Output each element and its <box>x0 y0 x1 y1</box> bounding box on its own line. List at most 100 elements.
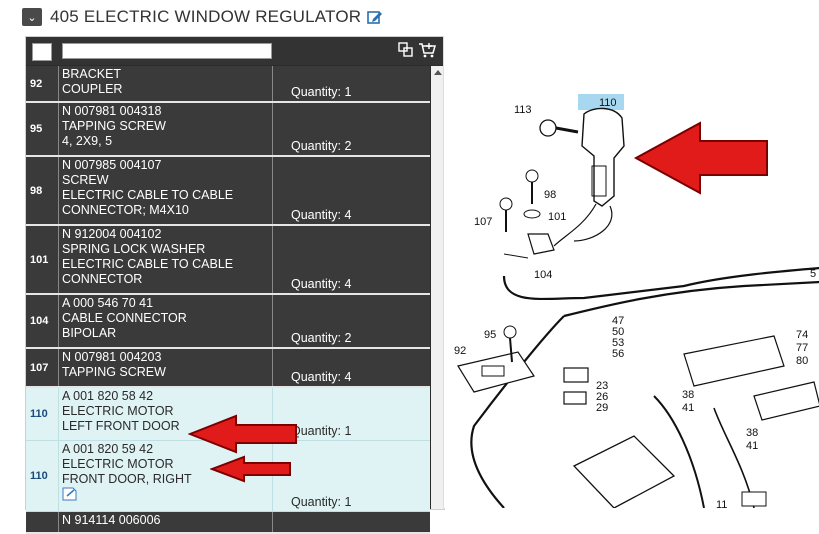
diagram-callout[interactable]: 95 <box>484 329 496 341</box>
description-line: N 914114 006006 <box>62 513 161 527</box>
red-arrow-diagram <box>634 121 768 195</box>
diagram-callout[interactable]: 74 <box>796 329 808 341</box>
description-line: 4, 2X9, 5 <box>62 134 113 148</box>
diagram-callout[interactable]: 77 <box>796 342 808 354</box>
description-line: BRACKET <box>62 67 122 81</box>
electric-motor-part[interactable] <box>581 107 625 207</box>
description-line: COUPLER <box>62 82 123 96</box>
edit-icon[interactable] <box>367 9 383 25</box>
diagram-callout[interactable]: 50 <box>612 326 624 338</box>
diagram-callout[interactable]: 41 <box>682 402 694 414</box>
diagram-callout[interactable]: 38 <box>682 389 694 401</box>
description-line: N 007981 004203 <box>62 350 162 364</box>
scroll-up-icon[interactable] <box>434 70 442 75</box>
diagram-callout[interactable]: 53 <box>612 337 624 349</box>
diagram-callout[interactable]: 101 <box>548 211 566 223</box>
diagram-callout[interactable]: 110 <box>599 97 617 109</box>
tree-icon[interactable] <box>398 42 414 58</box>
quantity: Quantity: 2 <box>291 331 352 345</box>
page-title: 405 ELECTRIC WINDOW REGULATOR <box>50 7 362 26</box>
description-line: TAPPING SCREW <box>62 119 166 133</box>
description-line: CABLE CONNECTOR <box>62 311 187 325</box>
description-line: CONNECTOR; M4X10 <box>62 203 189 217</box>
part-description: N 914114 006006 <box>59 512 273 532</box>
red-arrow-row-2 <box>210 455 291 483</box>
diagram-callout[interactable]: 26 <box>596 391 608 403</box>
description-line: FRONT DOOR, RIGHT <box>62 472 192 486</box>
filter-input[interactable] <box>62 43 272 59</box>
cart-icon[interactable] <box>418 42 436 58</box>
part-number: 104 <box>26 295 59 347</box>
red-arrow-row-1 <box>188 414 297 454</box>
diagram-callout[interactable]: 5 <box>810 268 816 280</box>
part-number: 95 <box>26 103 59 155</box>
diagram-callout[interactable]: 104 <box>534 269 552 281</box>
diagram-callout[interactable]: 23 <box>596 380 608 392</box>
parts-toolbar <box>26 37 444 65</box>
note-icon[interactable] <box>62 487 78 501</box>
description-line: TAPPING SCREW <box>62 365 166 379</box>
description-line: CONNECTOR <box>62 272 143 286</box>
part-number: 98 <box>26 157 59 224</box>
description-line: LEFT FRONT DOOR <box>62 419 180 433</box>
description-line: A 000 546 70 41 <box>62 296 154 310</box>
table-row[interactable]: N 914114 006006 <box>26 512 430 534</box>
page-header: ⌄ 405 ELECTRIC WINDOW REGULATOR <box>22 6 383 28</box>
diagram-callout[interactable]: 113 <box>514 104 532 116</box>
description-line: ELECTRIC CABLE TO CABLE <box>62 188 234 202</box>
scrollbar[interactable] <box>431 66 444 509</box>
diagram-callout[interactable]: 29 <box>596 402 608 414</box>
part-number <box>26 512 59 532</box>
diagram-callout[interactable]: 47 <box>612 315 624 327</box>
part-number: 110 <box>26 441 59 511</box>
select-all-checkbox[interactable] <box>32 43 52 61</box>
part-number: 110 <box>26 388 59 440</box>
description-line: N 007985 004107 <box>62 158 162 172</box>
quantity: Quantity: 4 <box>291 277 352 291</box>
description-line: SPRING LOCK WASHER <box>62 242 206 256</box>
quantity: Quantity: 1 <box>291 424 352 438</box>
part-number: 107 <box>26 349 59 386</box>
diagram-callout[interactable]: 41 <box>746 440 758 452</box>
diagram-callout[interactable]: 107 <box>474 216 492 228</box>
diagram-callout[interactable]: 11 <box>716 499 727 508</box>
diagram-callout[interactable]: 92 <box>454 345 466 357</box>
quantity <box>273 512 430 532</box>
description-line: A 001 820 59 42 <box>62 442 154 456</box>
description-line: ELECTRIC MOTOR <box>62 457 174 471</box>
diagram-callout[interactable]: 56 <box>612 348 624 360</box>
description-line: N 007981 004318 <box>62 104 162 118</box>
part-number: 92 <box>26 66 59 101</box>
diagram-callout[interactable]: 80 <box>796 355 808 367</box>
quantity: Quantity: 1 <box>291 85 352 99</box>
highlight-110 <box>578 94 624 110</box>
quantity: Quantity: 2 <box>291 139 352 153</box>
diagram-callout[interactable]: 98 <box>544 189 556 201</box>
chevron-down-icon[interactable]: ⌄ <box>22 8 42 26</box>
part-number: 101 <box>26 226 59 293</box>
description-line: BIPOLAR <box>62 326 117 340</box>
description-line: ELECTRIC CABLE TO CABLE <box>62 257 234 271</box>
diagram-callout[interactable]: 38 <box>746 427 758 439</box>
quantity: Quantity: 1 <box>291 495 352 509</box>
description-line: N 912004 004102 <box>62 227 162 241</box>
